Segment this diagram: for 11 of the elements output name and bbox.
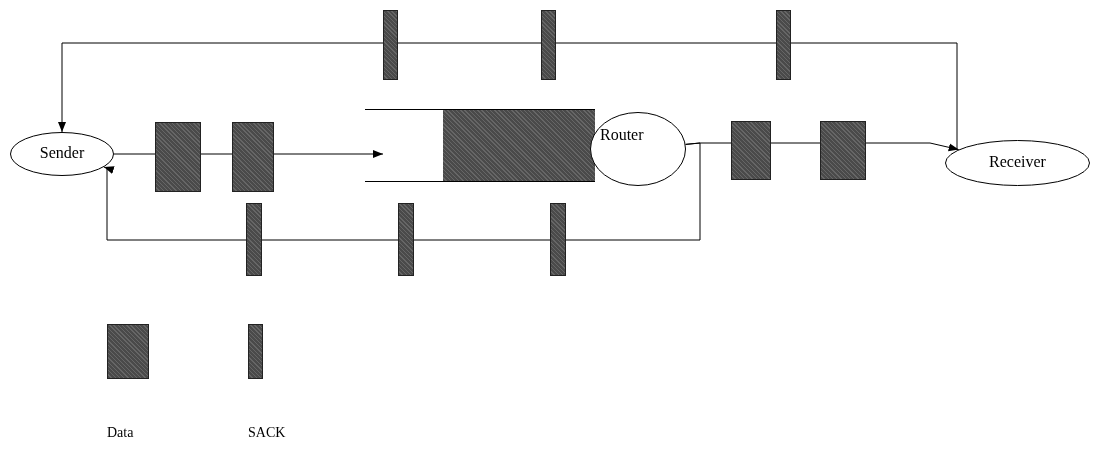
legend-label: SACK <box>248 425 286 441</box>
arrow <box>103 142 701 241</box>
legend-label: Data <box>107 425 134 441</box>
queue-box <box>365 109 595 182</box>
node-label: Router <box>600 126 644 144</box>
router-ellipse <box>590 112 686 186</box>
node-label: Receiver <box>988 153 1047 171</box>
receiver-ellipse <box>945 140 1090 186</box>
arrow <box>58 42 958 151</box>
node-label: Sender <box>38 144 86 162</box>
sender-ellipse <box>10 132 114 176</box>
